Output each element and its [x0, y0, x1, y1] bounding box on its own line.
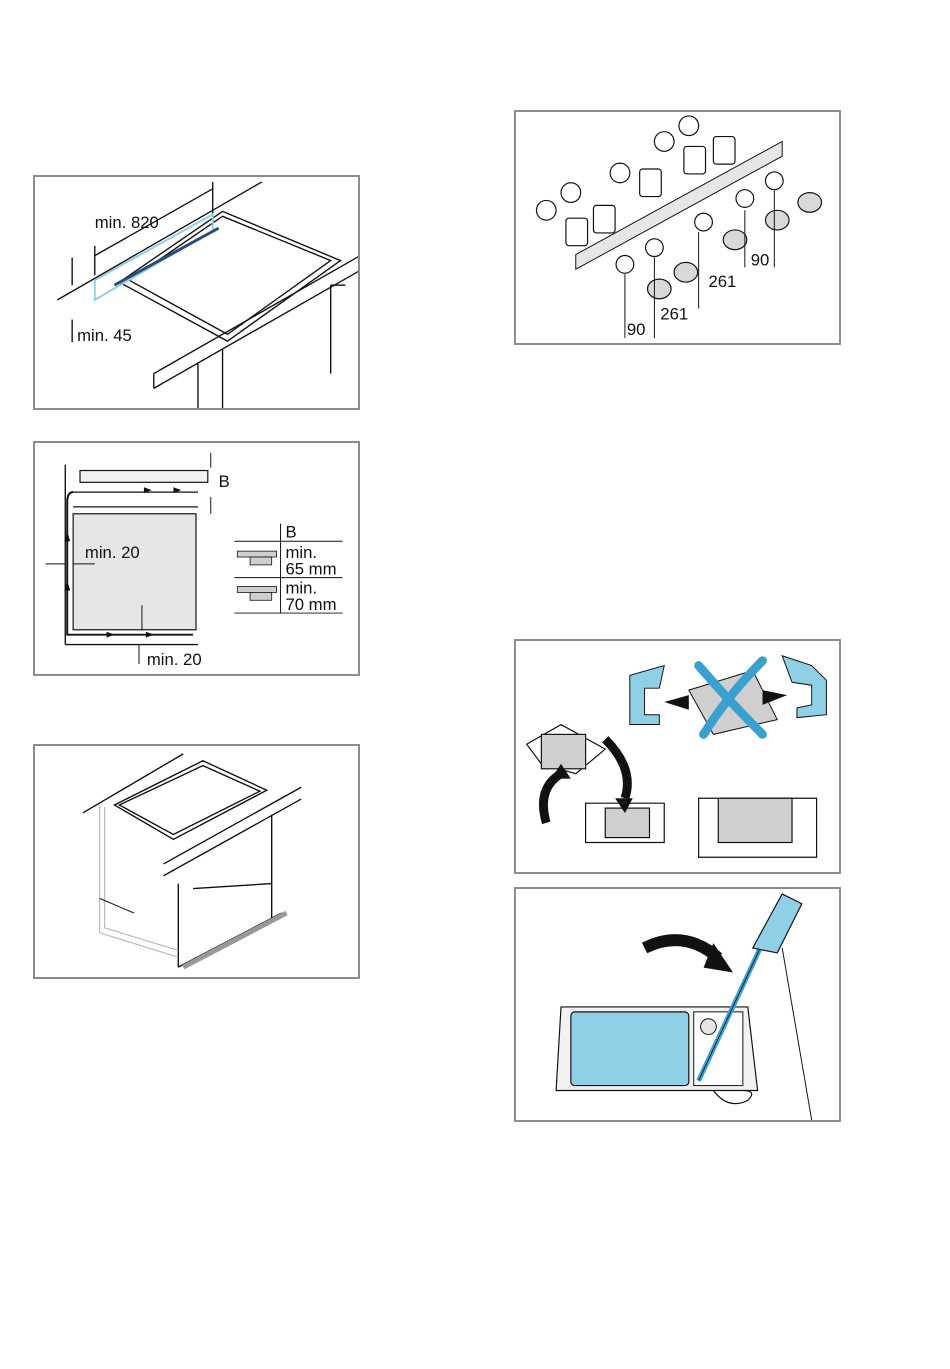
- figure-battery: [514, 887, 841, 1122]
- cutout-drawing: min. 820 min. 45: [35, 177, 358, 408]
- figure-installation: [33, 744, 360, 979]
- figure-ventilation: B min. 20 min. 20 B min. 65 mm min. 70 m…: [33, 441, 360, 676]
- vent-bottom-gap-label: min. 20: [147, 650, 202, 669]
- figure-module: [514, 639, 841, 874]
- vent-side-gap-label: min. 20: [85, 543, 140, 562]
- figure-knobs: 261 90 90 261: [514, 110, 841, 345]
- knob-dim-261-left: 261: [660, 304, 688, 323]
- knobs-drawing: 261 90 90 261: [516, 112, 839, 343]
- battery-drawing: [516, 889, 839, 1120]
- ventilation-drawing: B min. 20 min. 20 B min. 65 mm min. 70 m…: [35, 443, 358, 674]
- figure-cutout: min. 820 min. 45: [33, 175, 360, 410]
- module-drawing: [516, 641, 839, 872]
- vent-table-row1-line2: 65 mm: [285, 560, 336, 579]
- cutout-width-label: min. 820: [95, 213, 159, 232]
- knob-dim-90-left: 90: [627, 320, 646, 339]
- vent-table-row2-line2: 70 mm: [285, 595, 336, 614]
- rotate-arrow-icon: [645, 940, 733, 972]
- cutout-height-label: min. 45: [77, 326, 132, 345]
- knob-dim-261-right: 261: [708, 272, 736, 291]
- installation-drawing: [35, 746, 358, 977]
- vent-b-label: B: [219, 472, 230, 491]
- vent-table-header: B: [285, 522, 296, 541]
- knob-dim-90-right: 90: [751, 250, 770, 269]
